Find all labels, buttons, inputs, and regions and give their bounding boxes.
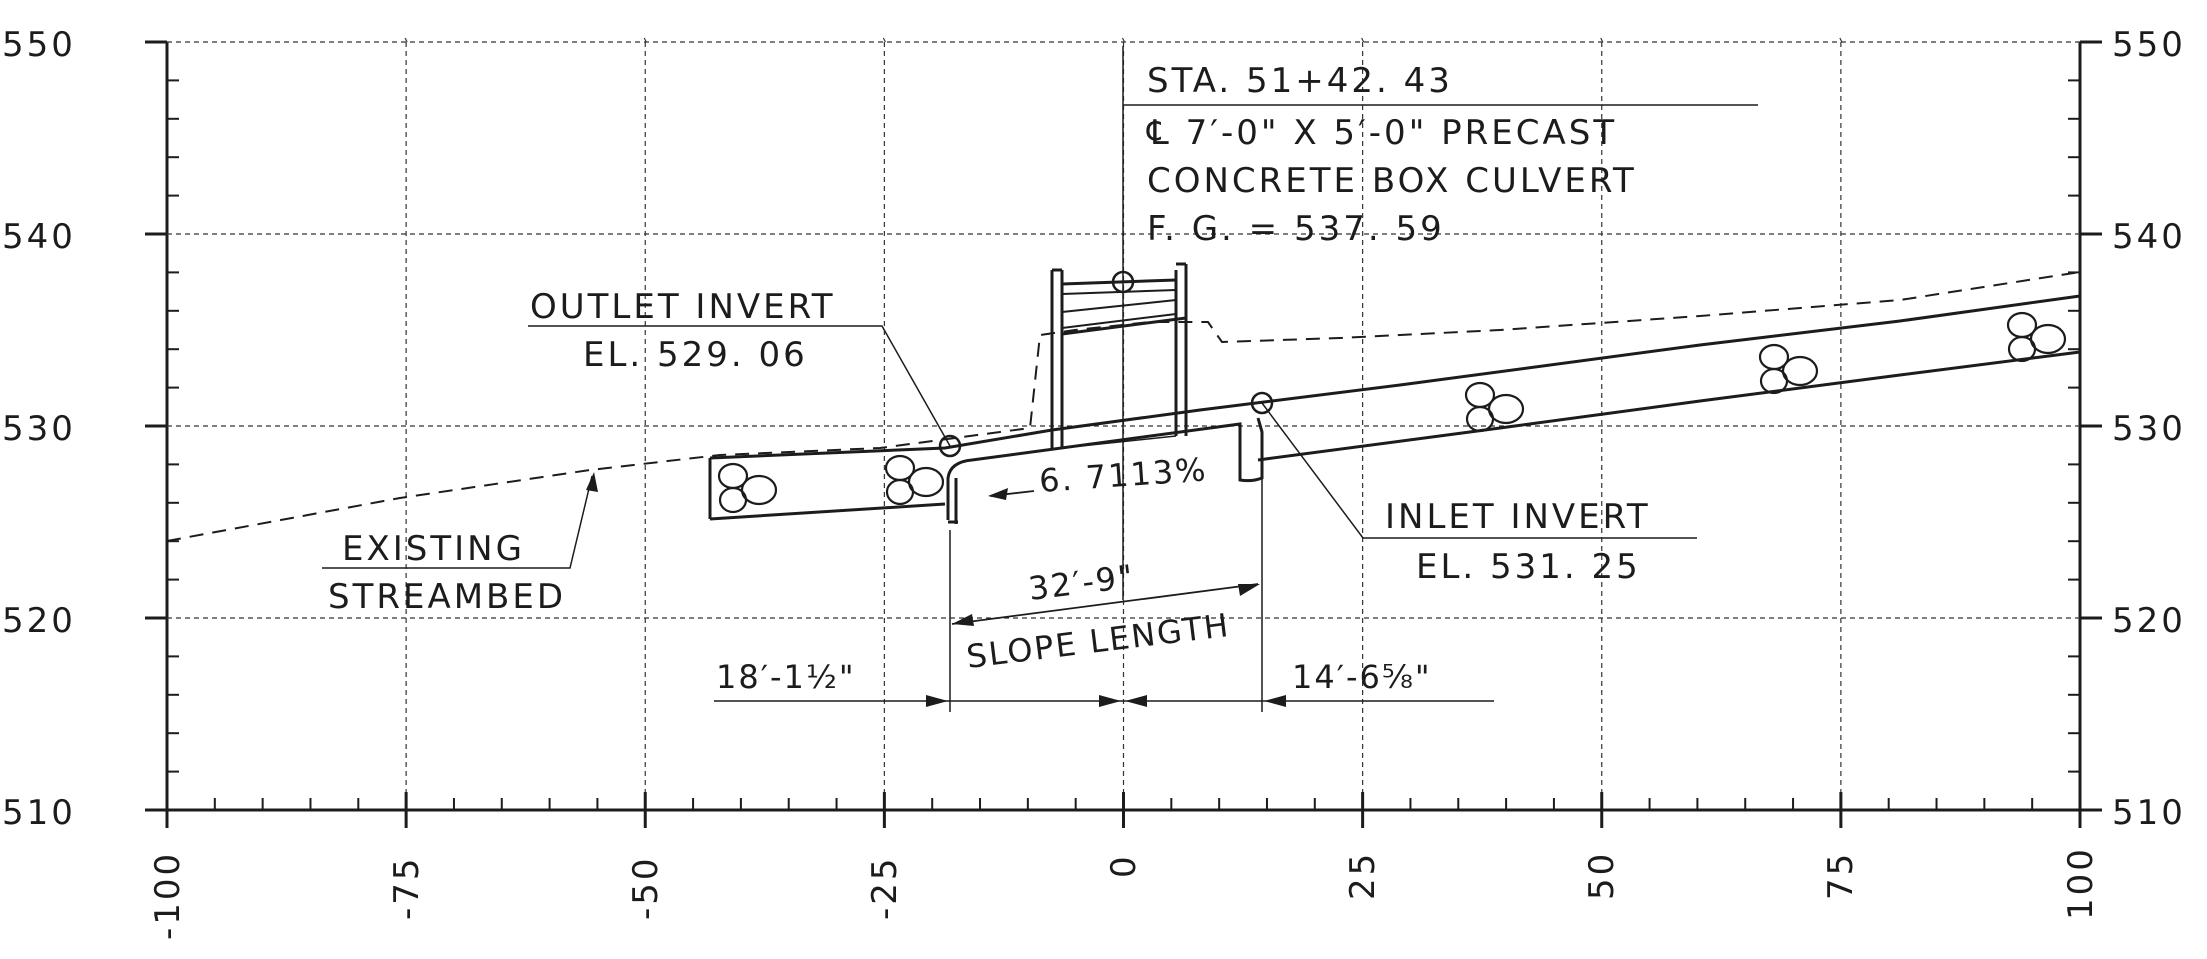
riprap-stone [1781,355,1819,387]
x-label-75: 75 [1821,851,1861,900]
y-label-550-right: 550 [2112,25,2186,65]
y-label-520-right: 520 [2112,601,2186,641]
y-label-510-right: 510 [2112,793,2186,833]
slope-callout: 6. 7113% [988,450,1209,500]
grid-cap [1839,37,1843,43]
culvert-size-text: ℄ 7′-0" X 5′-0" PRECAST [1146,113,1617,153]
horizontal-dimensions: 18′-1½" 14′-6⅝" [714,658,1494,707]
outlet-invert-marker [938,434,962,458]
inlet-invert-marker [1250,391,1274,415]
x-label-neg50: -50 [626,855,666,920]
grid-cap [1121,37,1126,43]
riprap-stone [2029,323,2067,355]
y-label-520-left: 520 [2,601,76,641]
outlet-invert-title: OUTLET INVERT [530,287,836,327]
existing-streambed-note: EXISTING STREAMBED [322,472,598,617]
y-label-550-left: 550 [2,25,76,65]
slope-percent-text: 6. 7113% [1038,450,1209,500]
inlet-invert-title: INLET INVERT [1385,497,1651,537]
x-label-25: 25 [1343,851,1383,900]
channel-bottom-line-downstream [1257,350,2081,462]
culvert-barrel [946,262,1264,524]
riprap-stone [907,466,945,498]
dim-inlet-offset: 14′-6⅝" [1292,658,1432,696]
x-label-neg25: -25 [865,855,905,920]
grid-cap [1361,37,1365,43]
riprap-stone [1465,405,1495,433]
y-label-540-left: 540 [2,217,76,257]
riprap-stone [1759,367,1789,395]
x-axis-labels: -100 -75 -50 -25 0 25 50 75 100 [148,846,2101,940]
x-label-neg75: -75 [387,855,427,920]
outlet-invert-note: OUTLET INVERT EL. 529. 06 [528,287,951,447]
y-label-510-left: 510 [2,793,76,833]
y-axis-labels-right: 510 520 530 540 550 [2112,25,2186,833]
x-label-0: 0 [1104,853,1144,878]
y-label-530-left: 530 [2,409,76,449]
finished-grade-text: F. G. = 537. 59 [1147,209,1445,249]
riprap-stones [717,311,2067,514]
station-note: STA. 51+42. 43 ℄ 7′-0" X 5′-0" PRECAST C… [1122,46,1758,600]
riprap-stone [885,478,915,506]
inlet-invert-elevation: EL. 531. 25 [1416,547,1641,587]
y-label-530-right: 530 [2112,409,2186,449]
culvert-type-text: CONCRETE BOX CULVERT [1147,161,1637,201]
riprap-stone [740,474,778,506]
grid-cap [1600,37,1604,43]
y-axis-labels-left: 510 520 530 540 550 [2,25,76,833]
x-label-50: 50 [1582,851,1622,900]
grid-cap [404,37,408,43]
existing-streambed-line1: EXISTING [342,529,525,569]
slope-length-value: 32′-9" [1026,557,1136,608]
station-text: STA. 51+42. 43 [1147,61,1453,101]
dim-outlet-offset: 18′-1½" [716,658,856,696]
x-label-neg100: -100 [148,851,188,940]
riprap-stone [2007,335,2037,363]
existing-streambed-line2: STREAMBED [328,577,566,617]
grid-cap [882,37,886,43]
x-label-100: 100 [2061,846,2101,920]
y-label-540-right: 540 [2112,217,2186,257]
riprap-stone [718,486,748,514]
inlet-invert-note: INLET INVERT EL. 531. 25 [1261,402,1697,587]
grid-cap [643,37,647,43]
outlet-invert-elevation: EL. 529. 06 [583,335,808,375]
channel-bottom-line [709,502,946,521]
riprap-stone [1487,393,1525,425]
channel-top-line [709,294,2081,460]
